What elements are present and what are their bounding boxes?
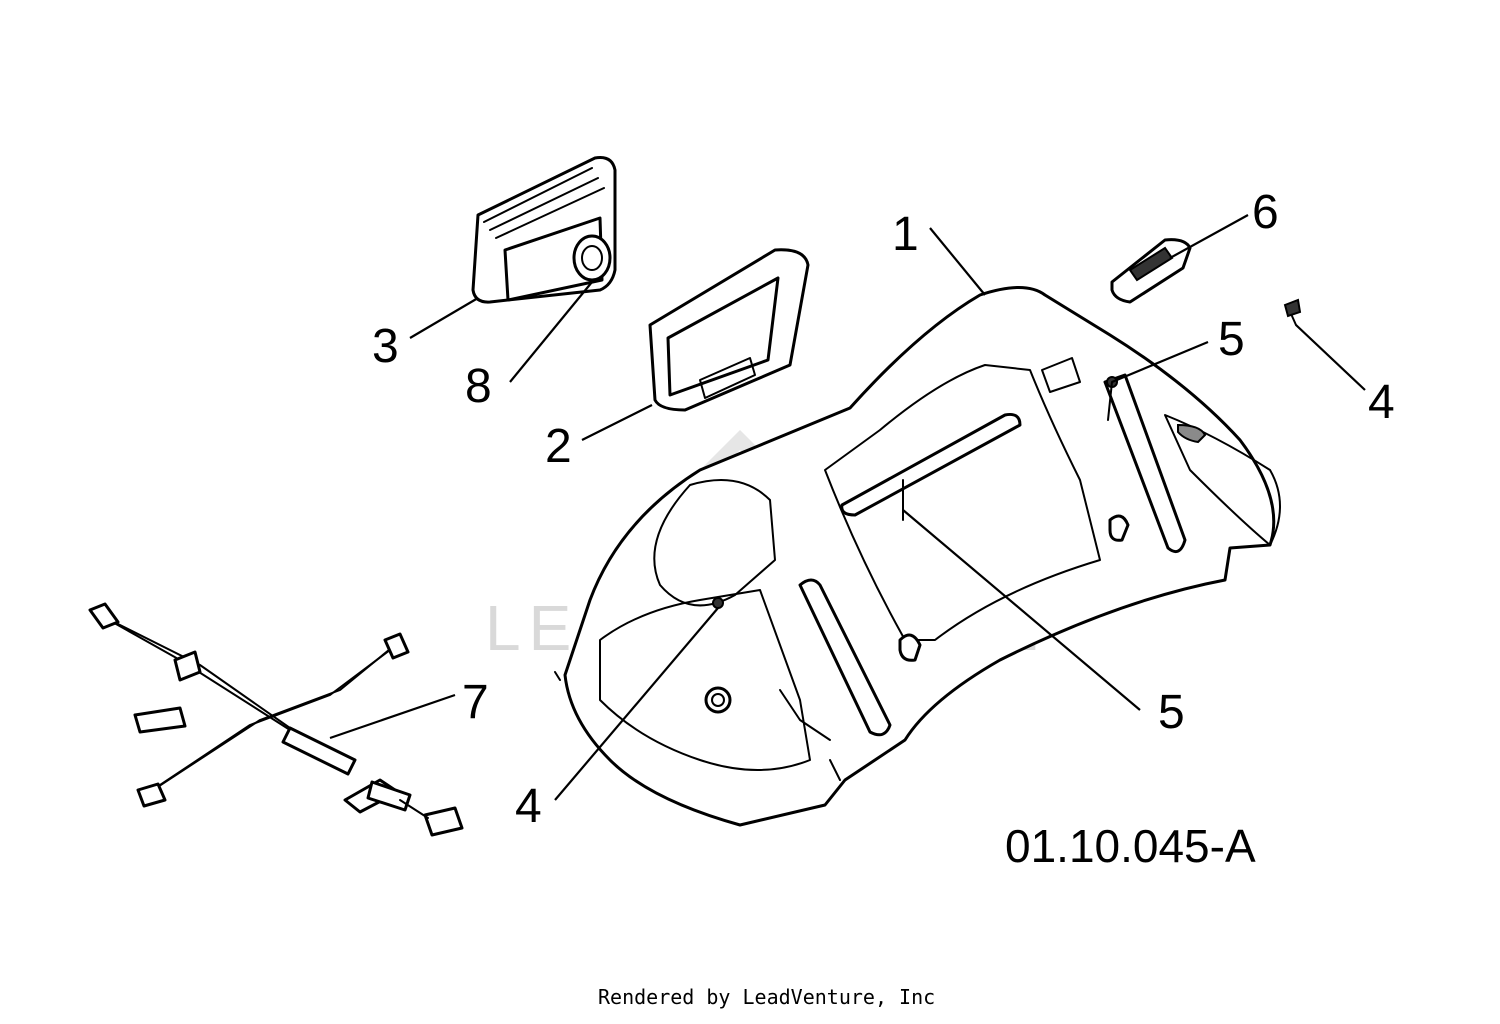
leader-4-left — [554, 607, 719, 801]
callout-labels: 1 2 3 4 4 5 5 6 7 8 — [372, 186, 1395, 833]
callout-4-right: 4 — [1368, 376, 1395, 429]
callout-2: 2 — [545, 420, 572, 473]
callout-1: 1 — [892, 208, 919, 261]
part-4-screw-right — [1283, 298, 1302, 326]
leader-4-right — [1295, 324, 1366, 391]
callout-3: 3 — [372, 320, 399, 373]
leader-lines — [329, 214, 1366, 801]
leader-5-upper — [1111, 340, 1209, 384]
part-2-bezel — [648, 248, 810, 412]
leader-3 — [409, 297, 479, 339]
part-1-hood — [554, 286, 1281, 827]
callout-6: 6 — [1252, 186, 1279, 239]
callout-7: 7 — [462, 676, 489, 729]
leader-7 — [329, 693, 456, 740]
callout-8: 8 — [465, 360, 492, 413]
leader-5-lower — [902, 509, 1141, 711]
part-6-switch — [1110, 238, 1192, 304]
leader-8 — [509, 281, 593, 383]
leader-1 — [929, 227, 986, 296]
part-3-headlight — [471, 156, 617, 304]
leader-2 — [581, 404, 653, 441]
leader-6 — [1169, 214, 1249, 259]
callout-5-upper: 5 — [1218, 313, 1245, 366]
part-7-wiring-harness — [88, 602, 464, 837]
reference-code: 01.10.045-A — [1005, 820, 1256, 872]
rendered-by-footer: Rendered by LeadVenture, Inc — [598, 985, 935, 1009]
callout-5-lower: 5 — [1158, 686, 1185, 739]
callout-4-left: 4 — [515, 780, 542, 833]
